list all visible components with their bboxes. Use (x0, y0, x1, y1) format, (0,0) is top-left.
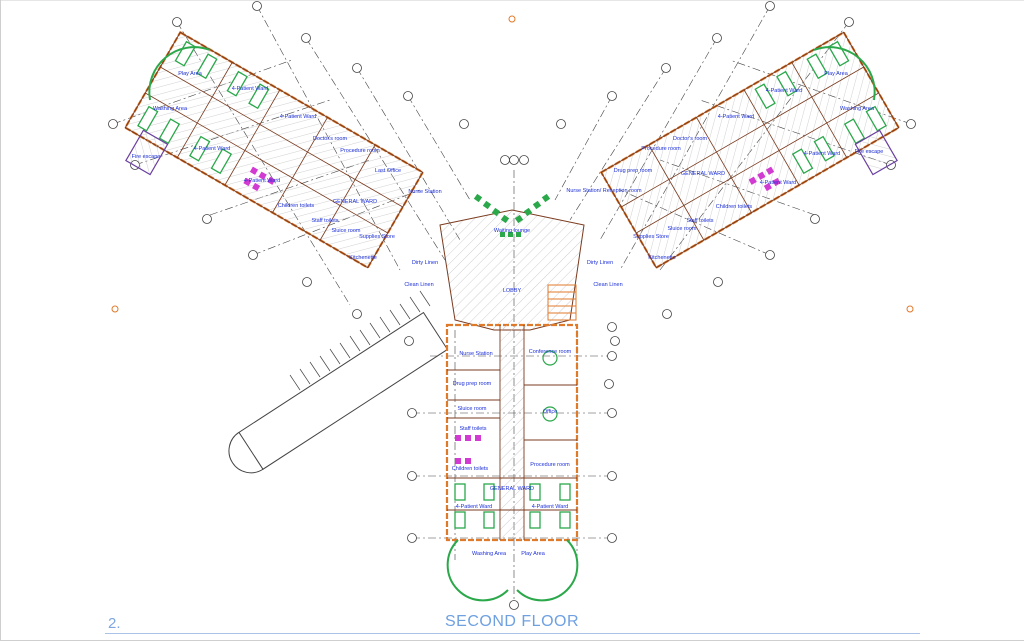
left-play-area (148, 46, 211, 101)
left-procedure-room-label: Procedure room (340, 148, 380, 154)
left-staff-toilets-label: Staff toilets (311, 218, 338, 224)
bottom-children-toilets-label: Children toilets (452, 466, 489, 472)
lobby-staircase (547, 284, 577, 321)
right-wing (599, 30, 901, 270)
bottom-ward-left-label: 4-Patient Ward (456, 504, 492, 510)
right-ward-1-label: 4-Patient Ward (766, 88, 802, 94)
drawing-number: 2. (108, 615, 121, 632)
frame-top-border (0, 0, 1024, 1)
right-nurse-station-label: Nurse Station/ Reception room (566, 188, 642, 194)
left-children-toilets-label: Children toilets (278, 203, 315, 209)
left-fire-escape (125, 129, 169, 176)
bottom-sluice-label: Sluice room (457, 406, 486, 412)
right-ward-2-label: 4-Patient Ward (718, 114, 754, 120)
left-sluice-room-label: Sluice room (331, 228, 360, 234)
bottom-play-area (516, 539, 579, 602)
bottom-washing-area (446, 539, 509, 602)
right-ward-3-label: 4-Patient Ward (804, 151, 840, 157)
bottom-drug-prep-label: Drug prep room (453, 381, 492, 387)
left-ward-2-label: 4-Patient Ward (280, 114, 316, 120)
bottom-wing-beds (454, 483, 571, 529)
left-kitchenette-label: Kitchenette (349, 255, 377, 261)
right-doctors-room-label: Doctor's room (673, 136, 707, 142)
right-dirty-linen-label: Dirty Linen (587, 260, 613, 266)
left-ward-3-label: 4-Patient Ward (194, 146, 230, 152)
bottom-ward-right-label: 4-Patient Ward (532, 504, 568, 510)
right-washing-area-label: Washing Area (840, 106, 875, 112)
ramp-treads (289, 290, 431, 391)
bottom-staff-toilets-label: Staff toilets (459, 426, 486, 432)
caption-underline (105, 633, 920, 634)
right-supplies-store-label: Supplies Store (633, 234, 669, 240)
left-play-area-label: Play Area (178, 71, 202, 77)
frame-left-border (0, 0, 1, 641)
left-clean-linen-label: Clean Linen (404, 282, 433, 288)
left-supplies-store-label: Supplies Store (359, 234, 395, 240)
bottom-wing-walls (447, 325, 577, 540)
right-procedure-room-label: Procedure room (641, 146, 681, 152)
left-nurse-station-label: Nurse Station (408, 189, 441, 195)
right-children-toilets-label: Children toilets (716, 204, 753, 210)
right-ward-4-label: 4-Patient Ward (760, 180, 796, 186)
left-general-ward-label: GENERAL WARD (333, 199, 377, 205)
bottom-washing-area-label: Washing Area (472, 551, 507, 557)
right-sluice-room-label: Sluice room (667, 226, 696, 232)
bottom-nurse-station-label: Nurse Station (459, 351, 492, 357)
left-wing (123, 30, 425, 270)
left-last-office-label: Last Office (375, 168, 401, 174)
right-play-area (813, 46, 876, 101)
bottom-office-label: Office (543, 409, 557, 415)
conference-tables (542, 350, 558, 422)
drawing-title: SECOND FLOOR (445, 613, 580, 630)
left-ward-4-label: 4-Patient Ward (244, 178, 280, 184)
left-doctors-room-label: Doctor's room (313, 136, 347, 142)
right-staff-toilets-label: Staff toilets (686, 218, 713, 224)
bottom-wing-grid-bubbles (407, 155, 617, 610)
waiting-lounge-seats (473, 193, 551, 237)
bottom-general-ward-label: GENERAL WARD (490, 486, 534, 492)
bottom-procedure-label: Procedure room (530, 462, 570, 468)
right-fire-escape-label: Fire escape (855, 149, 884, 155)
bottom-conference-label: Conference room (529, 349, 572, 355)
left-fire-escape-label: Fire escape (132, 154, 161, 160)
left-dirty-linen-label: Dirty Linen (412, 260, 438, 266)
lobby-label: LOBBY (503, 288, 522, 294)
right-kitchenette-label: Kitchenette (648, 255, 676, 261)
ramp-staircase (228, 311, 449, 474)
right-play-area-label: Play Area (824, 71, 848, 77)
right-general-ward-label: GENERAL WARD (681, 171, 725, 177)
left-ward-1-label: 4-Patient Ward (232, 86, 268, 92)
bottom-play-area-label: Play Area (521, 551, 545, 557)
bottom-wing-toilets (455, 435, 481, 464)
left-washing-area-label: Washing Area (153, 106, 188, 112)
right-clean-linen-label: Clean Linen (593, 282, 622, 288)
reference-markers (111, 15, 914, 313)
right-fire-escape (854, 129, 898, 176)
right-drug-prep-label: Drug prep room (614, 168, 653, 174)
waiting-lounge-label: Waiting lounge (494, 228, 530, 234)
